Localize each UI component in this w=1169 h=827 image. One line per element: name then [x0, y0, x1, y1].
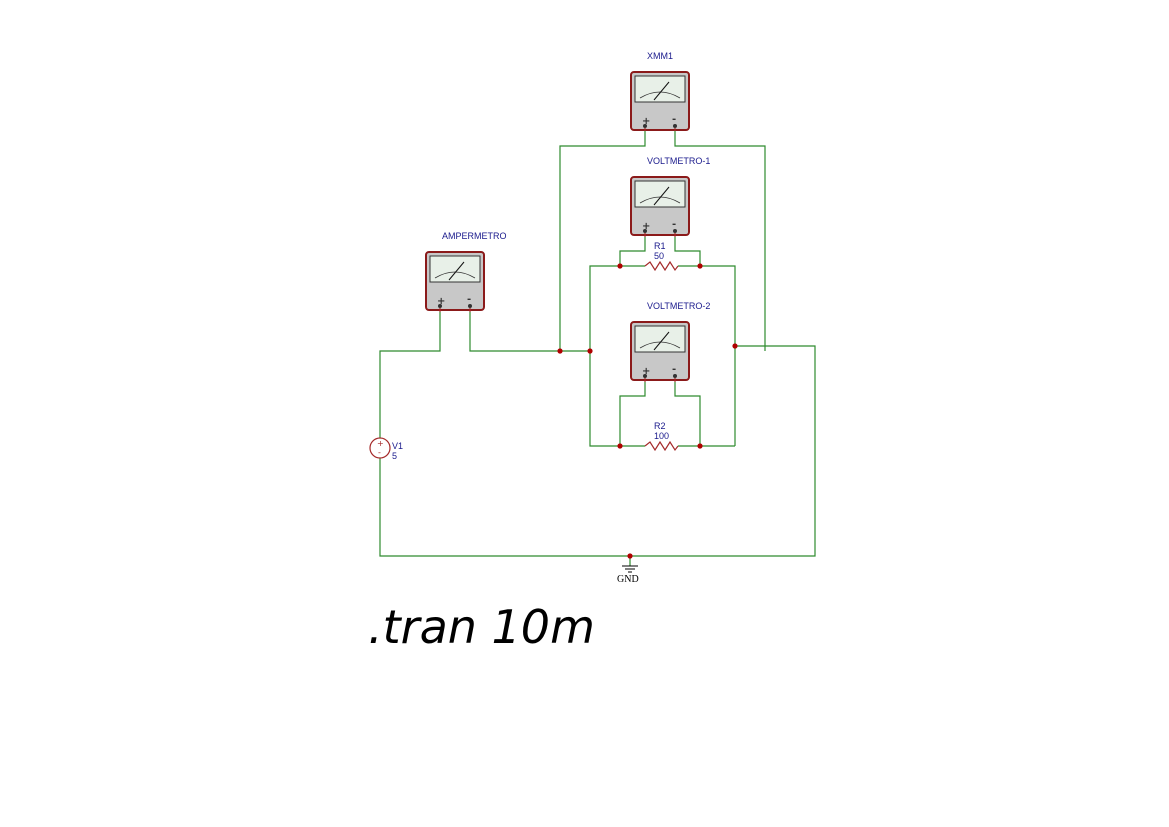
meter-terminal[interactable]: [643, 124, 647, 128]
meter-scale-arc: [639, 91, 681, 99]
resistor-r1[interactable]: R1 50: [644, 241, 679, 272]
source-value: 5: [392, 451, 397, 461]
wire-ammeter-minus-to-node[interactable]: [469, 312, 590, 352]
meter-label-xmm1: XMM1: [647, 51, 673, 61]
meter-voltmetro-1[interactable]: VOLTMETRO-1 + -: [630, 156, 710, 237]
meter-terminal[interactable]: [468, 304, 472, 308]
meter-minus-sign: -: [467, 294, 471, 305]
meter-label-voltmetro-1: VOLTMETRO-1: [647, 156, 710, 166]
resistor-ref-r2: R2: [654, 421, 666, 431]
meter-plus-sign: +: [437, 296, 445, 307]
junction-dot: [697, 263, 703, 269]
junction-dot: [697, 443, 703, 449]
wire-vm2-minus[interactable]: [674, 382, 701, 446]
meter-face: [429, 255, 481, 283]
wire-vm2-plus[interactable]: [619, 382, 646, 446]
resistor-zigzag: [644, 260, 679, 272]
source-plus-sign: +: [377, 439, 384, 448]
source-ref: V1: [392, 441, 403, 451]
wire-r1-right[interactable]: [678, 265, 736, 446]
meter-plus-sign: +: [642, 116, 650, 127]
meter-plus-sign: +: [642, 221, 650, 232]
wire-xmm1-plus[interactable]: [559, 131, 646, 351]
meter-scale-arc: [434, 271, 476, 279]
meter-face: [634, 180, 686, 208]
wire-v1-to-ammeter-plus[interactable]: [379, 312, 441, 438]
meter-terminal[interactable]: [673, 124, 677, 128]
meter-needle: [448, 261, 465, 281]
meter-terminal[interactable]: [643, 229, 647, 233]
meter-needle: [653, 331, 670, 351]
meter-plus-sign: +: [642, 366, 650, 377]
wire-r2-left[interactable]: [589, 351, 645, 447]
junction-dot: [557, 348, 563, 354]
resistor-value-r2: 100: [654, 431, 669, 441]
junction-dot: [732, 343, 738, 349]
meter-label-ampermetro: AMPERMETRO: [442, 231, 507, 241]
junction-dot: [617, 263, 623, 269]
source-minus-sign: -: [378, 448, 381, 457]
wire-xmm1-minus[interactable]: [674, 131, 766, 351]
meter-ampermetro[interactable]: AMPERMETRO + -: [425, 231, 507, 312]
wire-v1-to-ground[interactable]: [379, 345, 816, 557]
meter-voltmetro-2[interactable]: VOLTMETRO-2 + -: [630, 301, 710, 382]
voltage-source-v1[interactable]: + - V1 5: [369, 437, 403, 461]
ground-label: GND: [617, 574, 639, 585]
meter-label-voltmetro-2: VOLTMETRO-2: [647, 301, 710, 311]
meter-terminal[interactable]: [643, 374, 647, 378]
meter-terminal[interactable]: [438, 304, 442, 308]
junction-dot: [617, 443, 623, 449]
spice-directive[interactable]: .tran 10m: [368, 600, 595, 654]
resistor-r2[interactable]: R2 100: [644, 421, 679, 452]
meter-minus-sign: -: [672, 219, 676, 230]
meter-face: [634, 325, 686, 353]
junctions: [557, 263, 738, 559]
wire-vm1-minus[interactable]: [674, 237, 701, 266]
meter-scale-arc: [639, 341, 681, 349]
wire-r1-left[interactable]: [589, 265, 645, 351]
meter-needle: [653, 81, 670, 101]
resistor-zigzag: [644, 440, 679, 452]
wire-vm1-plus[interactable]: [619, 237, 646, 266]
meter-terminal[interactable]: [673, 374, 677, 378]
meter-face: [634, 75, 686, 103]
resistor-ref-r1: R1: [654, 241, 666, 251]
wires: [379, 131, 816, 566]
meter-terminal[interactable]: [673, 229, 677, 233]
resistor-value-r1: 50: [654, 251, 664, 261]
junction-dot: [627, 553, 633, 559]
source-circle: [369, 437, 391, 459]
meter-minus-sign: -: [672, 364, 676, 375]
ground-symbol[interactable]: GND: [617, 565, 639, 585]
junction-dot: [587, 348, 593, 354]
meter-needle: [653, 186, 670, 206]
meter-xmm1[interactable]: XMM1 + -: [630, 51, 690, 131]
meter-minus-sign: -: [672, 114, 676, 125]
meter-scale-arc: [639, 196, 681, 204]
